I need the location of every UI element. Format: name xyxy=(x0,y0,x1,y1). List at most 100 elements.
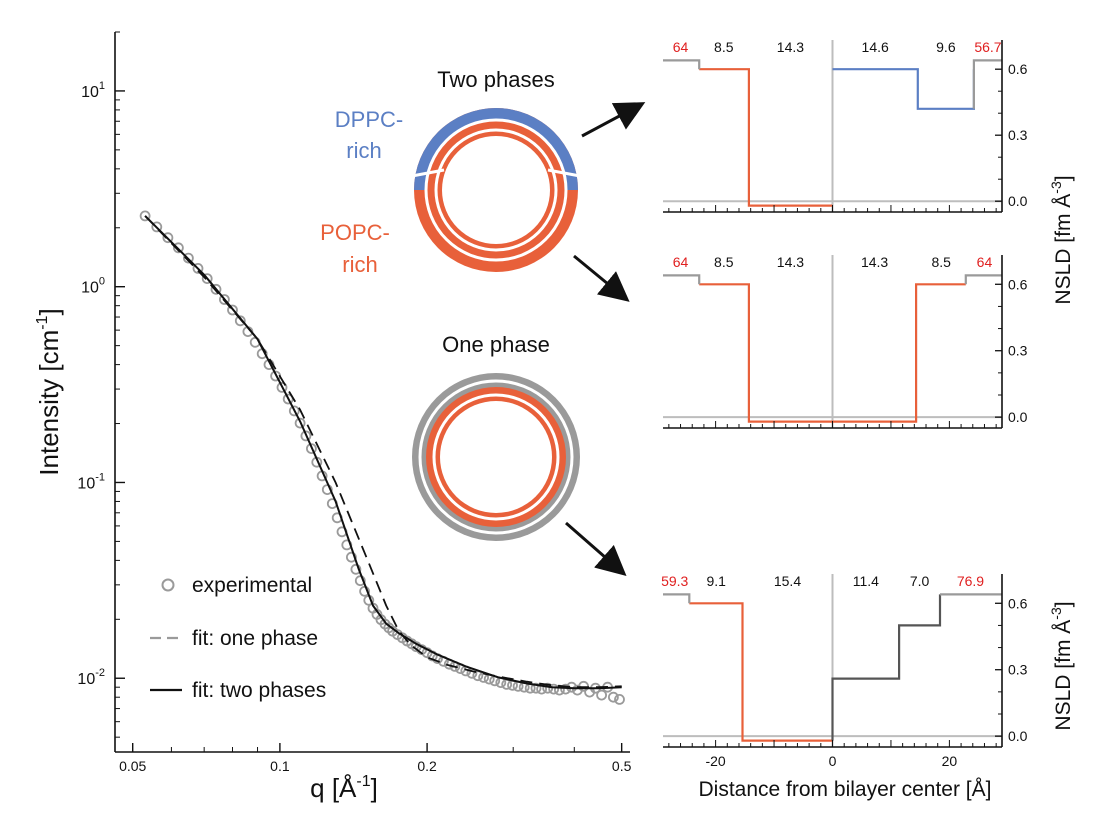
vesicle-two-phases xyxy=(411,108,581,272)
data-point-experimental xyxy=(608,691,619,703)
nsld-value-label: 64 xyxy=(673,254,689,270)
nsld-value-label: 64 xyxy=(977,254,993,270)
y-tick-label: 101 xyxy=(81,80,105,101)
nsld-step-left xyxy=(689,602,833,742)
nsld-value-label: 56.7 xyxy=(974,39,1001,55)
scattering-series xyxy=(139,210,625,705)
nsld-value-label: 64 xyxy=(673,39,689,55)
nsld-x-tick-label: -20 xyxy=(705,753,725,769)
data-point-experimental xyxy=(614,694,625,705)
vesicle-one-phase xyxy=(412,373,580,541)
data-point-experimental xyxy=(162,232,174,244)
legend-label-experimental: experimental xyxy=(192,574,312,597)
data-point-experimental xyxy=(345,551,357,563)
nsld-y-label-top: NSLD [fm Å-3] xyxy=(1048,175,1075,304)
x-tick-label: 0.2 xyxy=(417,758,437,774)
x-tick-label: 0.05 xyxy=(119,758,146,774)
vesicle-one-phase-gap2 xyxy=(432,393,560,521)
nsld-y-tick-label: 0.0 xyxy=(1008,193,1028,209)
nsld-value-label: 59.3 xyxy=(661,573,688,589)
data-point-experimental xyxy=(210,283,222,295)
legend-label-one-phase: fit: one phase xyxy=(192,627,318,650)
nsld-x-tick-label: 0 xyxy=(829,753,837,769)
nsld-y-tick-label: 0.0 xyxy=(1008,409,1028,425)
y-tick-label: 10-1 xyxy=(77,471,105,492)
nsld-y-tick-label: 0.3 xyxy=(1008,343,1028,359)
data-point-experimental xyxy=(151,221,163,233)
nsld-step-left-outer xyxy=(663,593,691,604)
vesicle-schematics: Two phases DPPC- rich POPC- rich One pha… xyxy=(320,67,646,576)
dppc-label-line2: rich xyxy=(346,138,381,163)
data-point-experimental xyxy=(201,273,213,285)
nsld-step-right-outer xyxy=(964,274,1002,285)
nsld-y-tick-label: 0.6 xyxy=(1008,61,1028,77)
nsld-value-label: 15.4 xyxy=(774,573,801,589)
nsld-value-label: 76.9 xyxy=(957,573,984,589)
data-point-experimental xyxy=(548,683,560,695)
nsld-value-label: 14.3 xyxy=(861,254,888,270)
nsld-y-tick-label: 0.3 xyxy=(1008,127,1028,143)
data-point-experimental xyxy=(218,294,230,305)
nsld-y-tick-label: 0.6 xyxy=(1008,595,1028,611)
vesicle-two-phases-core xyxy=(442,136,550,244)
nsld-y-label-bottom: NSLD [fm Å-3] xyxy=(1048,601,1075,730)
nsld-y-tick-label: 0.0 xyxy=(1008,728,1028,744)
fit-line-one-phase xyxy=(144,215,622,689)
legend-marker-experimental xyxy=(161,578,175,592)
nsld-step-right-outer xyxy=(972,59,1002,109)
nsld-x-tick-label: 20 xyxy=(942,753,958,769)
data-point-experimental xyxy=(182,252,194,264)
data-point-experimental xyxy=(288,405,300,417)
arrow-to-panel-3 xyxy=(565,521,627,576)
nsld-value-label: 8.5 xyxy=(931,254,951,270)
y-tick-label: 100 xyxy=(81,276,105,297)
x-tick-label: 0.5 xyxy=(612,758,632,774)
dppc-label-line1: DPPC- xyxy=(335,107,403,132)
data-point-experimental xyxy=(530,682,542,694)
data-point-experimental xyxy=(300,430,312,442)
data-point-experimental xyxy=(139,210,151,222)
nsld-y-tick-label: 0.6 xyxy=(1008,276,1028,292)
vesicle-one-phase-gap1 xyxy=(418,379,574,535)
nsld-step-right xyxy=(832,68,976,110)
vesicle-two-phases-boundary-right xyxy=(547,168,581,178)
nsld-value-label: 8.5 xyxy=(714,254,734,270)
two-phases-title: Two phases xyxy=(437,67,554,92)
vesicle-two-phases-boundary-left xyxy=(411,168,445,178)
fit-line-two-phases xyxy=(144,215,622,690)
legend-label-two-phases: fit: two phases xyxy=(192,679,326,702)
x-axis-label: q [Å-1] xyxy=(310,773,378,803)
data-point-experimental xyxy=(276,381,288,393)
nsld-step-left xyxy=(699,68,833,207)
nsld-value-label: 14.3 xyxy=(777,254,804,270)
nsld-y-tick-label: 0.3 xyxy=(1008,662,1028,678)
nsld-value-label: 9.1 xyxy=(706,573,726,589)
data-point-experimental xyxy=(294,417,306,429)
y-axis-label: Intensity [cm-1] xyxy=(34,308,64,475)
nsld-step-left-outer xyxy=(663,274,701,285)
data-point-experimental xyxy=(305,443,317,455)
arrow-to-panel-2 xyxy=(573,254,630,302)
nsld-value-label: 14.6 xyxy=(862,39,889,55)
popc-label-line2: rich xyxy=(342,252,377,277)
data-point-experimental xyxy=(354,575,366,587)
vesicle-one-phase-core xyxy=(440,401,552,513)
data-point-experimental xyxy=(234,315,246,327)
data-point-experimental xyxy=(350,563,362,575)
vesicle-two-phases-dppc-cap xyxy=(414,108,578,190)
data-point-experimental xyxy=(192,262,204,274)
popc-label-line1: POPC- xyxy=(320,220,390,245)
nsld-value-label: 8.5 xyxy=(714,39,734,55)
nsld-value-label: 11.4 xyxy=(853,573,879,589)
nsld-step-right xyxy=(831,594,942,741)
legend: experimental fit: one phase fit: two pha… xyxy=(150,574,326,702)
vesicle-two-phases-gap-inner xyxy=(434,128,558,252)
data-point-experimental xyxy=(596,689,607,701)
data-point-experimental xyxy=(227,304,238,316)
